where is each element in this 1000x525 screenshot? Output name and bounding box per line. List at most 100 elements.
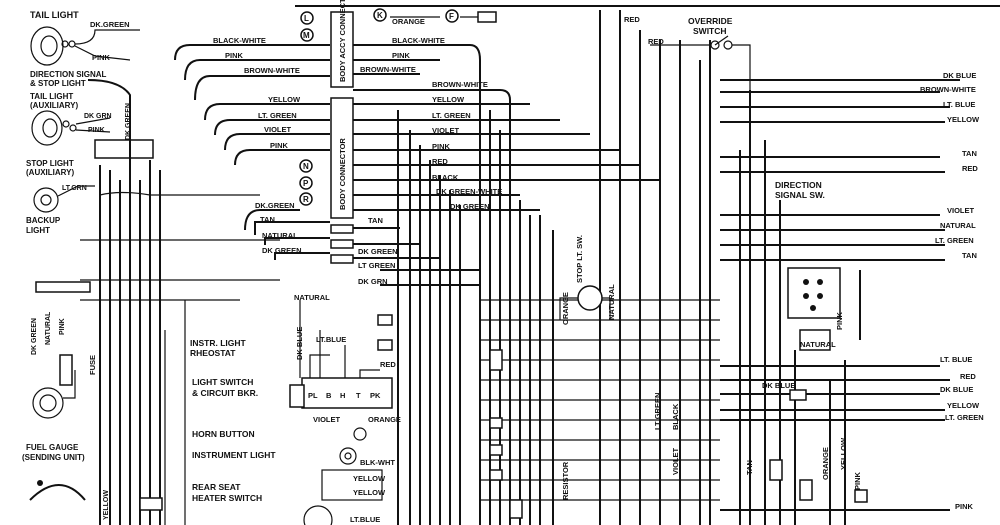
wire-yellow-fuel: YELLOW xyxy=(103,490,110,520)
override-label-2: SWITCH xyxy=(693,26,727,36)
right-label-dk-blue-2: DK BLUE xyxy=(940,385,973,394)
wire-orange-sw: ORANGE xyxy=(368,415,401,424)
backup-light-label-1: BACKUP xyxy=(26,216,61,225)
fuel-gauge-label-2: (SENDING UNIT) xyxy=(22,453,85,462)
right-label-lt-green-2: LT. GREEN xyxy=(945,413,984,422)
wire-brown-white-mid2: BROWN-WHITE xyxy=(432,80,488,89)
instr-light-label-2: RHEOSTAT xyxy=(190,348,236,358)
right-label-natural: NATURAL xyxy=(940,221,976,230)
right-label-violet: VIOLET xyxy=(947,206,975,215)
terminal-circles xyxy=(299,8,459,206)
switch-terminal-h: H xyxy=(340,391,345,400)
wire-violet-left: VIOLET xyxy=(264,125,292,134)
right-label-brown-white: BROWN-WHITE xyxy=(920,85,976,94)
fuel-gauge-label-1: FUEL GAUGE xyxy=(26,443,79,452)
right-label-lt-blue-2: LT. BLUE xyxy=(940,355,972,364)
terminal-p: P xyxy=(303,179,309,188)
wire-violet-sw: VIOLET xyxy=(313,415,341,424)
stop-lt-sw-label: STOP LT. SW. xyxy=(575,235,584,283)
stop-light-aux-label-1: STOP LIGHT xyxy=(26,159,74,168)
wire-lt-green-mid: LT. GREEN xyxy=(432,111,471,120)
terminal-k: K xyxy=(377,11,383,20)
wire-yellow-left: YELLOW xyxy=(268,95,301,104)
wire-dk-green-vert: DK GREEN xyxy=(125,103,132,140)
stop-light-switch xyxy=(559,285,611,320)
rear-seat-label-1: REAR SEAT xyxy=(192,482,241,492)
fuel-gauge-lower xyxy=(29,480,86,501)
wire-lt-green-v: LT GREEN xyxy=(653,393,662,430)
wire-dk-grn-mid: DK GRN xyxy=(358,277,388,286)
left-harness xyxy=(80,44,330,525)
tail-light-aux-label-1: TAIL LIGHT xyxy=(30,92,73,101)
override-label-1: OVERRIDE xyxy=(688,16,733,26)
instrument-light-label: INSTRUMENT LIGHT xyxy=(192,450,276,460)
override-switch-symbol xyxy=(650,35,751,90)
stop-light-aux-label-2: (AUXILIARY) xyxy=(26,168,74,177)
direction-sw-label-2: SIGNAL SW. xyxy=(775,190,825,200)
wire-dk-green-white: DK GREEN-WHITE xyxy=(436,187,502,196)
fuse-label: FUSE xyxy=(88,355,97,375)
light-switch-label-2: & CIRCUIT BKR. xyxy=(192,388,258,398)
wire-orange-top: ORANGE xyxy=(392,17,425,26)
horn-instr-symbols xyxy=(303,427,383,525)
right-label-red: RED xyxy=(962,164,978,173)
wire-lt-blue-sw: LT.BLUE xyxy=(316,335,346,344)
tail-light-label: TAIL LIGHT xyxy=(30,10,79,20)
wire-dk-blue-sw: DK BLUE xyxy=(295,327,304,360)
tail-light-assembly xyxy=(30,26,140,66)
wire-dk-blue-v: DK BLUE xyxy=(762,381,795,390)
terminal-n: N xyxy=(303,162,309,171)
wire-dk-grn: DK GRN xyxy=(84,113,112,120)
wire-dk-green-left: DK.GREEN xyxy=(255,201,295,210)
wire-natural-fuse: NATURAL xyxy=(45,311,52,345)
right-label-red-2: RED xyxy=(960,372,976,381)
horn-button-label: HORN BUTTON xyxy=(192,429,255,439)
wire-tan-v: TAN xyxy=(745,460,754,475)
wire-lt-grn: LT.GRN xyxy=(62,185,87,192)
switch-terminal-pk: PK xyxy=(370,391,381,400)
wire-natural-left: NATURAL xyxy=(262,231,298,240)
wire-dk-green-mid2: DK GREEN xyxy=(358,247,398,256)
fuel-gauge-assembly xyxy=(32,370,76,419)
wire-dk-green-mid: DK GREEN xyxy=(450,202,490,211)
terminal-f: F xyxy=(449,12,454,21)
switch-terminal-pl: PL xyxy=(308,391,318,400)
tail-light-aux-label-2: (AUXILIARY) xyxy=(30,101,78,110)
switch-terminal-t: T xyxy=(356,391,361,400)
wire-bw-left: BLACK-WHITE xyxy=(213,36,266,45)
wire-natural-sw: NATURAL xyxy=(294,293,330,302)
wire-pink-mid: PINK xyxy=(392,51,411,60)
body-connector xyxy=(330,97,354,219)
wire-dk-green-fuse: DK GREEN xyxy=(31,318,38,355)
wire-dk-green-top: DK.GREEN xyxy=(90,20,130,29)
right-label-pink: PINK xyxy=(955,502,974,511)
wire-lt-blue-bottom: LT.BLUE xyxy=(350,515,380,524)
terminal-m: M xyxy=(303,31,310,40)
body-accy-connector xyxy=(330,11,354,88)
switch-terminal-b: B xyxy=(326,391,332,400)
light-switch-label-1: LIGHT SWITCH xyxy=(192,377,253,387)
right-label-tan-2: TAN xyxy=(962,251,977,260)
right-label-yellow-2: YELLOW xyxy=(947,401,980,410)
terminal-r: R xyxy=(303,195,309,204)
body-accy-connector-label: BODY ACCY CONNECTOR xyxy=(338,0,347,82)
wire-yellow-mid: YELLOW xyxy=(432,95,465,104)
wire-pink-mid2: PINK xyxy=(432,142,451,151)
wire-orange-v: ORANGE xyxy=(821,447,830,480)
light-switch-block xyxy=(289,300,393,409)
backup-light-label-2: LIGHT xyxy=(26,226,50,235)
wire-tan-mid: TAN xyxy=(368,216,383,225)
right-label-tan: TAN xyxy=(962,149,977,158)
wire-natural-dir: NATURAL xyxy=(800,340,836,349)
wire-yellow-sw: YELLOW xyxy=(353,474,386,483)
resistor-label: RESISTOR xyxy=(561,461,570,500)
wire-yellow-sw2: YELLOW xyxy=(353,488,386,497)
wire-bw-mid: BLACK-WHITE xyxy=(392,36,445,45)
wire-brown-white-left: BROWN-WHITE xyxy=(244,66,300,75)
wire-orange-stop: ORANGE xyxy=(561,292,570,325)
wire-black-mid: BLACK xyxy=(432,173,459,182)
right-label-dk-blue: DK BLUE xyxy=(943,71,976,80)
